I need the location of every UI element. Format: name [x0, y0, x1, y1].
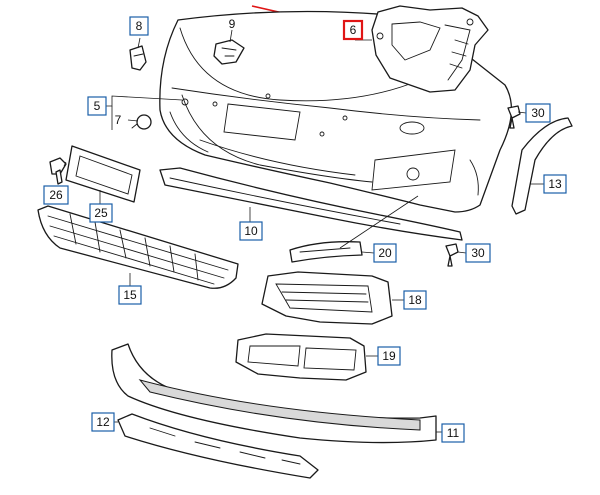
callout-30-upper-label: 30: [531, 106, 545, 120]
callout-9: 9: [229, 17, 236, 31]
part-19-fog-frame: [235, 333, 378, 381]
callout-18: 18: [403, 290, 427, 310]
part-12-skid-plate: [114, 413, 319, 479]
callout-25: 25: [89, 203, 113, 223]
callout-18-label: 18: [408, 293, 422, 307]
callout-15-label: 15: [123, 288, 137, 302]
callout-6-label: 6: [350, 23, 357, 37]
callout-20: 20: [373, 243, 397, 263]
callout-5-label: 5: [94, 99, 101, 113]
callout-11-label: 11: [447, 426, 460, 440]
part-18-fog-grille: [261, 271, 404, 325]
callout-30-upper: 30: [525, 103, 551, 123]
callout-7-label: 7: [115, 113, 122, 127]
callout-8-label: 8: [136, 19, 143, 33]
part-5-leader: [106, 95, 183, 130]
callout-30-lower: 30: [465, 243, 491, 263]
part-6-bracket: [371, 5, 489, 93]
callout-19-label: 19: [382, 349, 396, 363]
part-9-mount: [213, 29, 245, 65]
part-11-lower-bumper: [111, 343, 442, 444]
callout-11: 11: [441, 423, 465, 443]
callout-12-label: 12: [96, 415, 110, 429]
callout-8: 8: [129, 16, 149, 36]
part-30-screw-upper: [507, 105, 527, 129]
callout-20-label: 20: [378, 246, 392, 260]
callout-26: 26: [43, 185, 69, 205]
callout-26-label: 26: [49, 188, 63, 202]
callout-9-label: 9: [229, 17, 236, 31]
part-7-sensor: [127, 114, 152, 130]
callout-19: 19: [377, 346, 401, 366]
part-8-clip: [129, 37, 147, 71]
callout-25-label: 25: [94, 206, 108, 220]
part-30-screw-lower: [445, 243, 467, 267]
part-25-plate-bracket: [63, 145, 141, 204]
callout-13: 13: [543, 174, 567, 194]
callout-30-lower-label: 30: [471, 246, 485, 260]
callout-10-label: 10: [244, 224, 258, 238]
callout-5: 5: [87, 96, 107, 116]
part-20-trim-strip: [289, 241, 375, 263]
callout-10: 10: [239, 221, 263, 241]
part-13-wheel-arch-trim: [511, 117, 573, 215]
callout-6: 6: [342, 19, 364, 41]
part-26-screw: [49, 157, 67, 188]
part-10-lower-spoiler: [159, 167, 463, 241]
part-15-grille: [37, 205, 239, 289]
callout-7: 7: [115, 113, 122, 127]
callout-13-label: 13: [548, 177, 562, 191]
leader-18-up: [339, 195, 419, 249]
callout-12: 12: [91, 412, 115, 432]
callout-15: 15: [118, 285, 142, 305]
